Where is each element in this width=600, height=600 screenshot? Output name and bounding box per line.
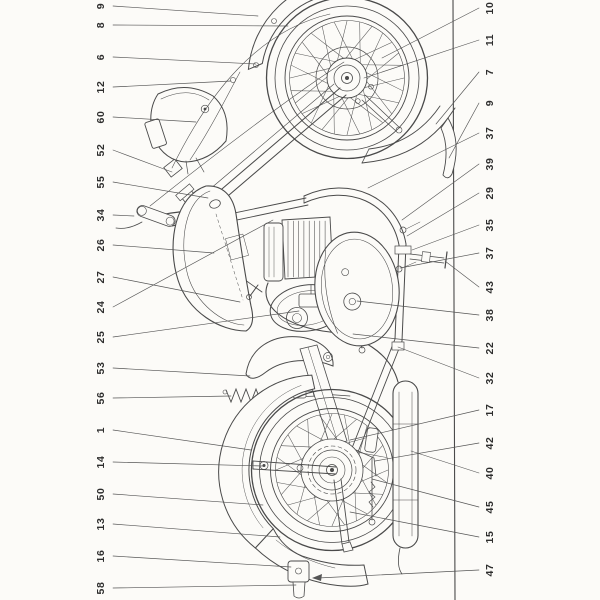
leader-line: [112, 56, 257, 65]
leader-line: [112, 244, 215, 254]
leader-line: [410, 450, 480, 474]
leader-line: [112, 395, 232, 399]
leader-line: [448, 102, 480, 159]
spark-plug: [249, 284, 259, 297]
filler-cap: [209, 199, 221, 209]
leader-line: [112, 276, 241, 303]
front-spokes: [289, 20, 405, 136]
leader-line: [112, 555, 292, 568]
fishtail: [398, 547, 403, 575]
ground-line: [452, 0, 456, 600]
leader-line: [112, 310, 300, 338]
leader-line: [401, 163, 480, 221]
leader-line: [397, 346, 480, 379]
leader-line: [112, 584, 297, 589]
leader-line: [356, 300, 480, 316]
leader-line: [317, 569, 480, 579]
leader-line: [112, 214, 135, 217]
tire-pump: [409, 251, 448, 269]
leader-line: [112, 367, 251, 377]
leader-line: [444, 260, 480, 288]
leader-line: [349, 409, 480, 441]
number-plate: [144, 118, 167, 149]
cable-clip: [230, 77, 236, 83]
leader-line: [363, 39, 480, 79]
leader-line: [374, 442, 480, 462]
fuel-tank: [172, 185, 254, 332]
leader-line: [371, 478, 480, 508]
leader-line: [112, 219, 274, 308]
leader-line: [112, 429, 252, 451]
leader-line: [349, 511, 480, 538]
leader-lines: [112, 5, 480, 589]
leader-arrowhead: [312, 574, 322, 581]
leader-line: [411, 224, 480, 251]
exhaust-pipe: [265, 282, 399, 383]
exhaust-silencer: [392, 380, 419, 575]
chain-guard: [299, 344, 348, 447]
leader-line: [112, 80, 232, 88]
leader-line: [406, 192, 480, 237]
side-panel: [314, 231, 400, 347]
headlight: [144, 87, 228, 175]
leader-line: [381, 7, 480, 59]
leader-line: [435, 71, 480, 125]
cylinder-head: [263, 222, 284, 282]
leader-line: [112, 149, 173, 173]
clutch-lever: [115, 221, 143, 229]
brake-cable: [149, 61, 345, 207]
leader-line: [367, 132, 480, 189]
tail-light: [287, 560, 310, 599]
leader-line: [112, 461, 264, 467]
leader-line: [112, 493, 264, 506]
leader-line: [112, 523, 281, 538]
magneto: [286, 307, 308, 329]
rear-stand: [252, 460, 354, 553]
leader-line: [112, 5, 259, 17]
leader-line: [112, 181, 209, 199]
leader-line: [399, 252, 480, 269]
leader-line: [112, 24, 289, 27]
front-wheel: [265, 0, 429, 160]
handlebar: [115, 13, 345, 229]
leader-line: [112, 116, 197, 123]
front-cable: [171, 13, 331, 169]
leader-line: [352, 333, 480, 349]
